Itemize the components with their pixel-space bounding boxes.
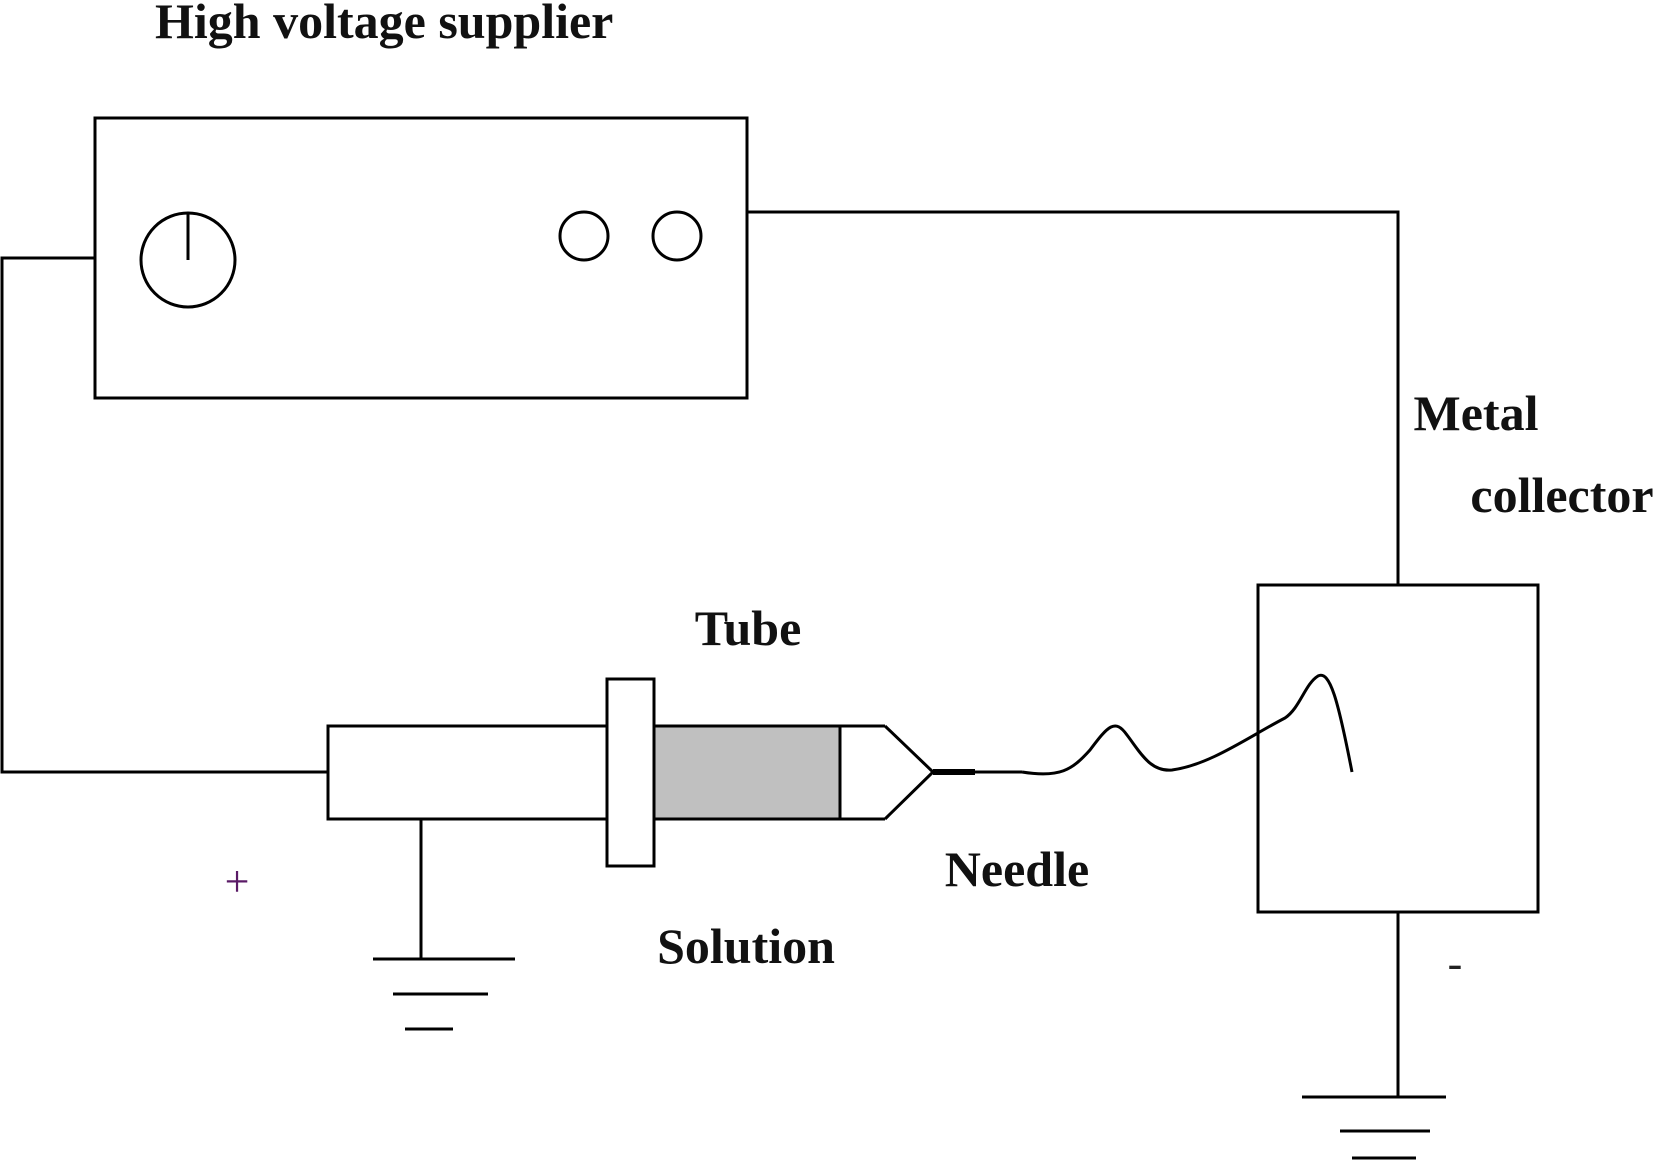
solution-label: Solution xyxy=(657,918,835,974)
syringe-flange xyxy=(605,677,656,868)
negative-sign: - xyxy=(1448,939,1463,988)
solution-fill xyxy=(652,724,842,821)
metal-collector-label-line2: collector xyxy=(1470,467,1653,523)
needle-label: Needle xyxy=(945,841,1089,897)
dial-knob-icon xyxy=(139,211,237,309)
ground-right-icon xyxy=(1302,1095,1446,1160)
terminal-left-icon xyxy=(558,210,610,262)
ground-left-icon xyxy=(373,957,515,1031)
metal-collector xyxy=(1256,583,1540,914)
fiber-jet xyxy=(1021,673,1354,776)
terminal-right-icon xyxy=(651,210,703,262)
tube-label: Tube xyxy=(695,600,802,656)
syringe-tip xyxy=(883,724,936,821)
supplier-label: High voltage supplier xyxy=(155,0,613,49)
negative-wire xyxy=(747,210,1400,585)
positive-sign: + xyxy=(225,857,250,906)
positive-wire xyxy=(0,256,328,774)
voltage-supplier-box xyxy=(93,116,749,400)
syringe-barrel xyxy=(326,724,610,821)
metal-collector-label-line1: Metal xyxy=(1414,385,1539,441)
